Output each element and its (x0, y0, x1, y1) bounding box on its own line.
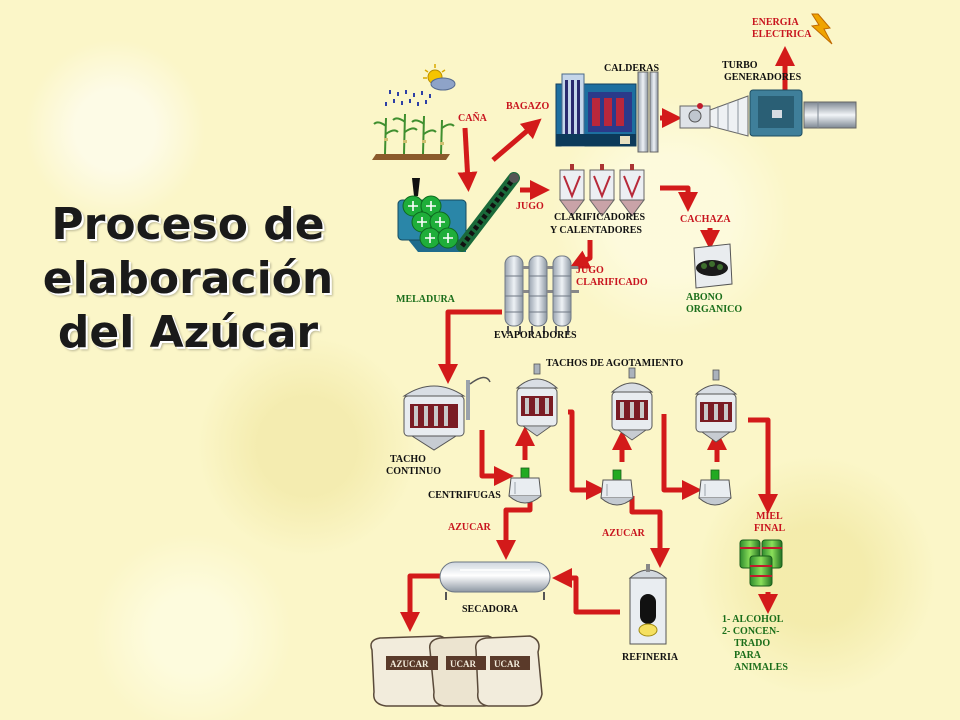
title-line-2: elaboración (42, 253, 334, 304)
label-jugo-clarificado-2: CLARIFICADO (576, 277, 648, 288)
arrow-meladura (438, 309, 502, 384)
arrow-pan2-to-centrifuge3 (661, 414, 702, 500)
refinery-tank-icon (628, 564, 668, 645)
arrow-dryer-to-sacks (400, 573, 440, 632)
label-meladura: MELADURA (396, 294, 456, 305)
label-jugo: JUGO (516, 201, 544, 212)
label-energia-1: ENERGIA (752, 17, 799, 28)
label-azucar-2: AZUCAR (602, 528, 646, 539)
label-concentrado-3: PARA (734, 650, 762, 661)
sun-cloud-icon (385, 64, 456, 106)
label-concentrado-4: ANIMALES (734, 662, 788, 673)
label-evaporadores: EVAPORADORES (494, 330, 577, 341)
label-secadora: SECADORA (462, 604, 519, 615)
label-turbo-2: GENERADORES (724, 72, 802, 83)
sack-label-2: UCAR (450, 659, 476, 669)
arrow-refinery-to-dryer (552, 568, 620, 615)
sack-label-3: UCAR (494, 659, 520, 669)
arrow-tacho-to-centrifuge (479, 430, 514, 486)
label-cana: CAÑA (458, 112, 488, 124)
slide-title: Proceso de elaboración del Azúcar (20, 198, 356, 360)
sugarcane-field-icon (372, 113, 455, 160)
dryer-icon (439, 561, 551, 600)
label-concentrado-2: TRADO (734, 638, 770, 649)
conveyor-icon (456, 172, 520, 252)
label-jugo-clarificado-1: JUGO (576, 265, 604, 276)
arrow-bagasse-to-boiler (491, 118, 542, 162)
evaporator-column-icon (504, 255, 580, 335)
boiler-icon (555, 71, 659, 153)
label-tacho-2: CONTINUO (386, 466, 441, 477)
arrow-azucar-to-refinery (629, 496, 670, 568)
label-azucar-1: AZUCAR (448, 522, 492, 533)
label-clarificadores-1: CLARIFICADORES (554, 212, 646, 223)
arrow-cane-to-mill (457, 127, 478, 192)
mill-rollers-icon (397, 178, 467, 252)
label-energia-2: ELECTRICA (752, 29, 812, 40)
centrifuge-icon (508, 467, 732, 506)
diagram-labels: ENERGIA ELECTRICA TURBO GENERADORES CALD… (386, 17, 812, 673)
arrow-centrifuge-to-azucar (496, 496, 533, 560)
molasses-barrels-icon (739, 539, 783, 587)
label-abono-1: ABONO (686, 292, 723, 303)
label-tachos-agotamiento: TACHOS DE AGOTAMIENTO (546, 358, 683, 369)
lightning-icon (810, 13, 833, 45)
title-line-3: del Azúcar (57, 307, 319, 358)
process-arrows (400, 46, 795, 632)
label-abono-2: ORGANICO (686, 304, 742, 315)
label-turbo-1: TURBO (722, 60, 758, 71)
compost-icon (693, 243, 733, 289)
label-calderas: CALDERAS (604, 63, 659, 74)
label-centrifugas: CENTRIFUGAS (428, 490, 501, 501)
label-refineria: REFINERIA (622, 652, 679, 663)
label-tacho-1: TACHO (390, 454, 426, 465)
label-concentrado-1: 2- CONCEN- (722, 626, 780, 637)
label-clarificadores-2: Y CALENTADORES (550, 225, 642, 236)
sack-label-1: AZUCAR (390, 659, 429, 669)
label-bagazo: BAGAZO (506, 101, 550, 112)
turbine-icon (679, 89, 857, 137)
arrow-pan3-to-molasses (748, 417, 778, 514)
title-line-1: Proceso de (51, 199, 325, 250)
arrow-clarified-juice (569, 240, 593, 269)
arrow-clarifiers-to-cachaza (660, 185, 698, 212)
label-miel-2: FINAL (754, 523, 785, 534)
label-miel-1: MIEL (756, 511, 783, 522)
label-alcohol: 1- ALCOHOL (722, 614, 784, 625)
vacuum-pan-icon (402, 363, 737, 451)
clarifier-tank-icon (559, 163, 645, 217)
sugar-sack-icon (370, 635, 543, 707)
arrow-pan1-to-centrifuge2 (568, 409, 606, 500)
label-cachaza: CACHAZA (680, 214, 731, 225)
continuous-pan (402, 376, 491, 451)
